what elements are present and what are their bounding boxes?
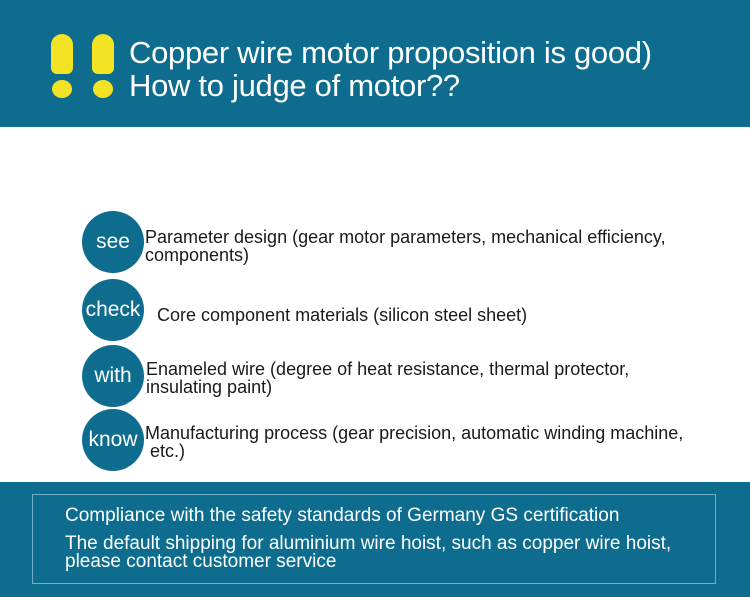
item-text-line-2: insulating paint) bbox=[146, 377, 273, 397]
badge-check: check bbox=[82, 279, 144, 341]
item-text: Enameled wire (degree of heat resistance… bbox=[146, 360, 629, 396]
header-banner: Copper wire motor proposition is good) H… bbox=[0, 0, 750, 127]
footer-banner: Compliance with the safety standards of … bbox=[0, 482, 750, 597]
item-text-line-1: Enameled wire (degree of heat resistance… bbox=[146, 359, 630, 379]
item-text-line-2: components) bbox=[145, 245, 250, 265]
item-text: Manufacturing process (gear precision, a… bbox=[145, 424, 683, 460]
item-text-line-1: Parameter design (gear motor parameters,… bbox=[145, 227, 666, 247]
title-line-1: Copper wire motor proposition is good) bbox=[129, 35, 652, 70]
badge-see: see bbox=[82, 211, 144, 273]
footer-frame bbox=[32, 494, 716, 584]
item-text: Core component materials (silicon steel … bbox=[157, 306, 527, 324]
item-text-line-1: Manufacturing process (gear precision, a… bbox=[145, 423, 684, 443]
footer-line-2: The default shipping for aluminium wire … bbox=[65, 533, 672, 554]
footer-text: Compliance with the safety standards of … bbox=[65, 505, 620, 526]
footer-line-3: please contact customer service bbox=[65, 551, 337, 572]
badge-label: know bbox=[88, 428, 138, 451]
badge-know: know bbox=[82, 409, 144, 471]
badge-with: with bbox=[82, 345, 144, 407]
footer-line-1: Compliance with the safety standards of … bbox=[65, 505, 620, 526]
item-text-line-2: etc.) bbox=[145, 441, 186, 461]
footer-text: The default shipping for aluminium wire … bbox=[65, 533, 672, 572]
exclamation-icon bbox=[90, 34, 116, 98]
item-text-line-1: Core component materials (silicon steel … bbox=[157, 305, 528, 325]
badge-label: check bbox=[85, 298, 141, 321]
page-title: Copper wire motor proposition is good) H… bbox=[129, 36, 739, 102]
badge-label: see bbox=[96, 230, 130, 253]
title-line-2: How to judge of motor?? bbox=[129, 68, 460, 103]
badge-label: with bbox=[94, 364, 132, 387]
exclamation-icon bbox=[49, 34, 75, 98]
item-text: Parameter design (gear motor parameters,… bbox=[145, 228, 666, 264]
